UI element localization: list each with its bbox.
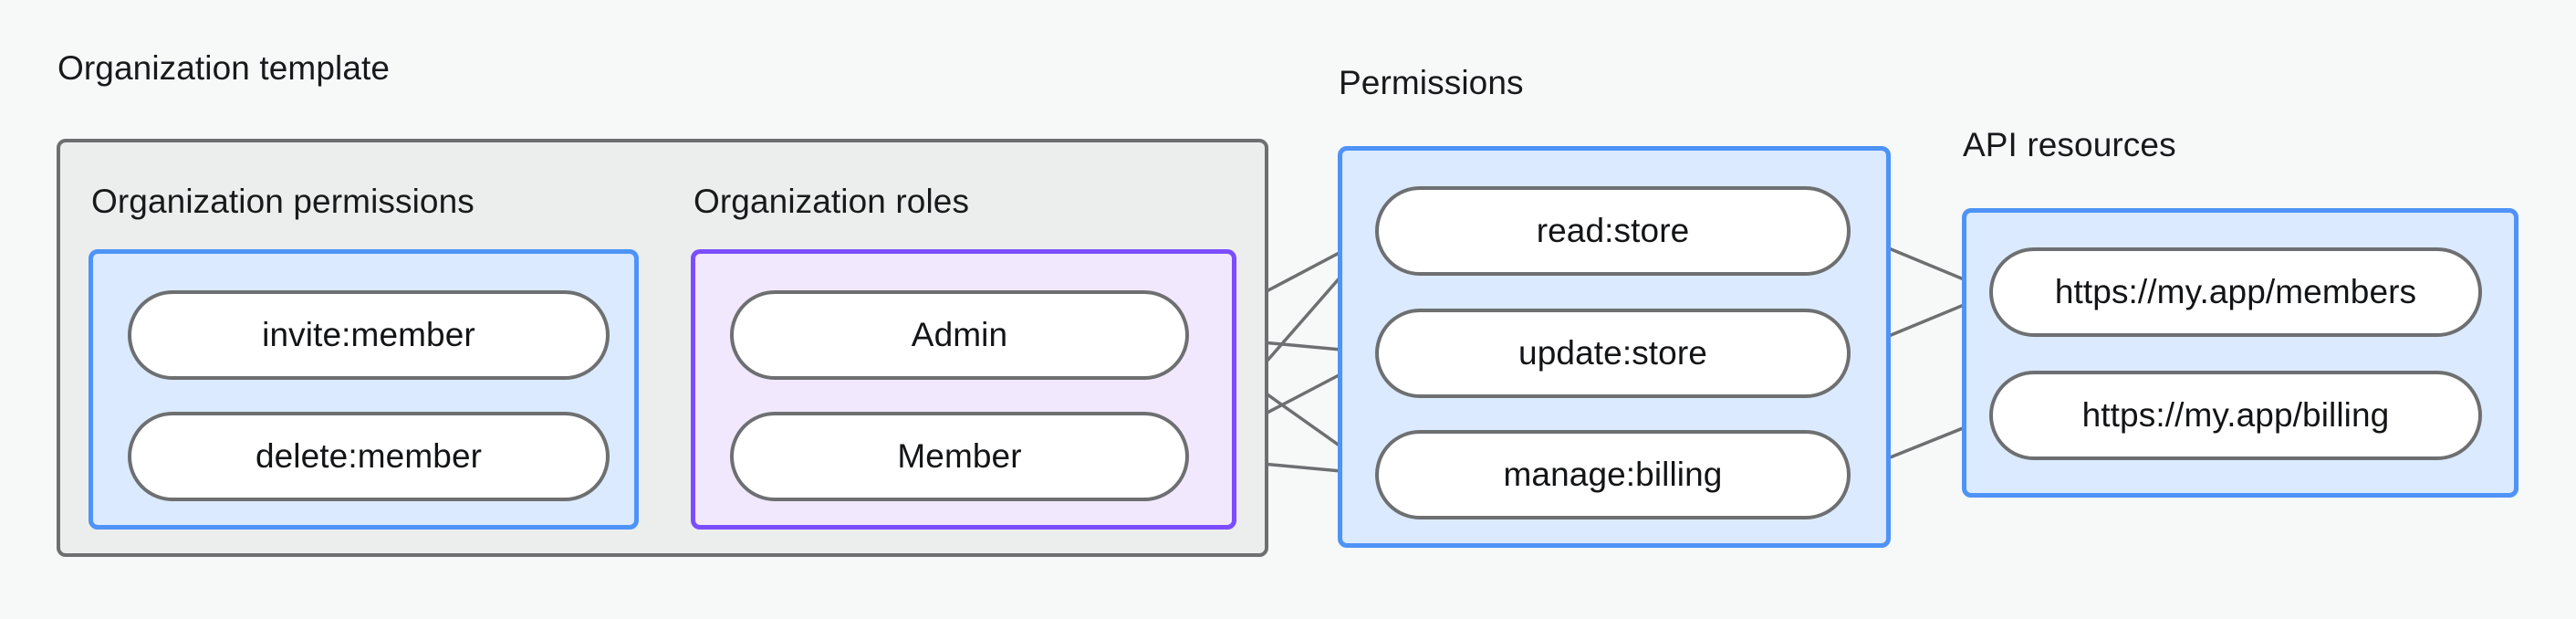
permissions-title: Permissions xyxy=(1339,64,1524,101)
node-member[interactable]: Member xyxy=(730,412,1189,501)
api-resources-title: API resources xyxy=(1963,126,2176,163)
node-billing-resource[interactable]: https://my.app/billing xyxy=(1989,371,2482,460)
organization-roles-title: Organization roles xyxy=(694,183,970,220)
node-admin[interactable]: Admin xyxy=(730,290,1189,380)
node-invite-member[interactable]: invite:member xyxy=(128,290,610,380)
node-delete-member[interactable]: delete:member xyxy=(128,412,610,501)
node-manage-billing[interactable]: manage:billing xyxy=(1375,430,1851,519)
node-read-store[interactable]: read:store xyxy=(1375,186,1851,276)
organization-template-title: Organization template xyxy=(57,49,391,87)
organization-permissions-title: Organization permissions xyxy=(91,183,475,220)
node-members-resource[interactable]: https://my.app/members xyxy=(1989,247,2482,337)
node-update-store[interactable]: update:store xyxy=(1375,309,1851,398)
